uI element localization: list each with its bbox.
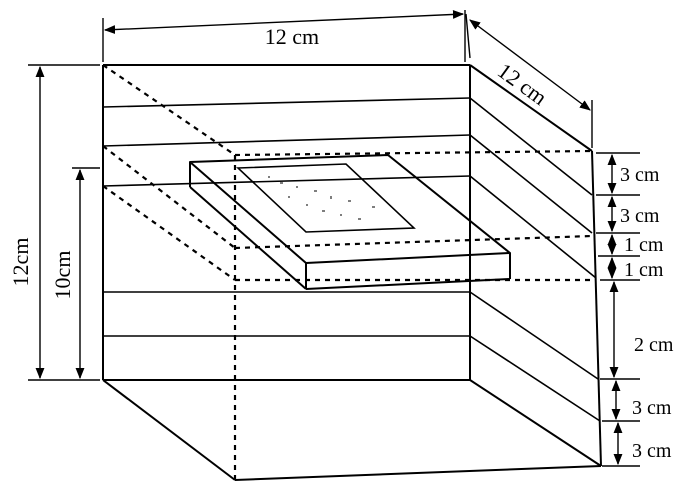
dim-label-1: 3 cm [620, 164, 660, 186]
sample-height-label: 10cm [50, 251, 75, 300]
sample-height-dimension: 10cm [50, 167, 100, 380]
front-layer-lines [102, 97, 471, 337]
sample-slab [189, 154, 511, 290]
right-dimension-arrows [607, 153, 623, 466]
dim-label-2: 3 cm [620, 205, 660, 227]
dim-label-6: 3 cm [632, 397, 672, 419]
dim-label-4: 1 cm [624, 259, 664, 281]
right-dimension-ticks [596, 152, 640, 467]
hidden-edges [102, 64, 596, 480]
total-height-label: 12cm [8, 238, 33, 287]
dim-label-5: 2 cm [634, 334, 674, 356]
dim-label-7: 3 cm [632, 440, 672, 462]
sample-texture [268, 176, 375, 220]
depth-dimension: 12 cm [465, 13, 593, 148]
top-width-label: 12 cm [265, 24, 319, 49]
top-width-dimension: 12 cm [102, 9, 466, 62]
right-layer-lines [469, 97, 601, 422]
right-dimension-labels: 3 cm 3 cm 1 cm 1 cm 2 cm 3 cm 3 cm [620, 164, 674, 462]
dim-label-3: 1 cm [624, 234, 664, 256]
total-height-dimension: 12cm [8, 64, 100, 381]
box-outline [102, 64, 602, 481]
